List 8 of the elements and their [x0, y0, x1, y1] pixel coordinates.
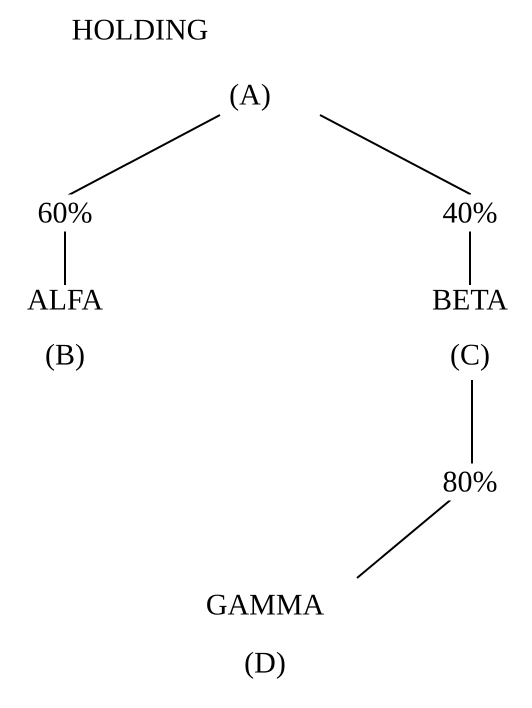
company-letter: (B)	[45, 338, 85, 372]
company-name: GAMMA	[206, 588, 324, 622]
company-name: BETA	[432, 284, 508, 316]
company-letter: (A)	[229, 78, 271, 112]
company-letter: (C)	[450, 338, 490, 372]
company-letter: (D)	[244, 646, 286, 680]
company-name: ALFA	[26, 284, 104, 316]
company-name: HOLDING	[72, 14, 208, 46]
